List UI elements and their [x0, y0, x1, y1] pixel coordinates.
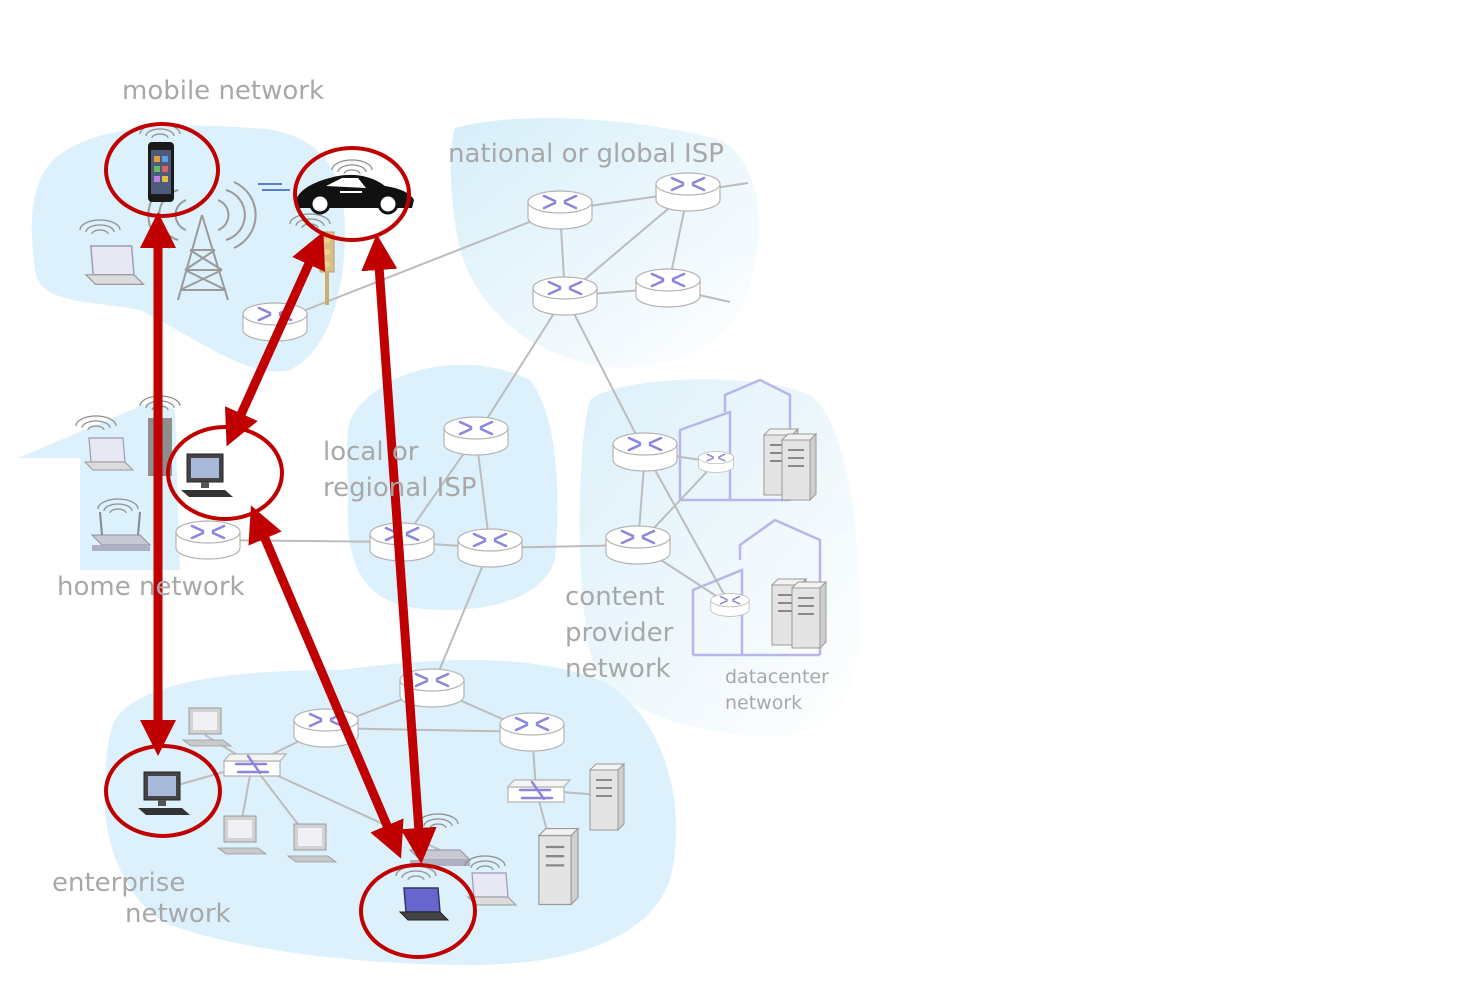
highlight-laptop [359, 863, 477, 959]
car-icon [258, 174, 414, 215]
server-icon [537, 827, 580, 906]
label-local-isp-line2: regional ISP [323, 473, 477, 503]
label-enterprise-line1: enterprise [52, 868, 186, 898]
router-icon [710, 592, 750, 618]
router-icon [697, 450, 735, 474]
highlight-car [293, 146, 411, 242]
communication-arrows [140, 212, 437, 864]
router-icon [498, 711, 566, 753]
wifi-waves-icon [331, 159, 373, 175]
router-icon [531, 275, 599, 317]
router-icon [654, 171, 722, 213]
smartphone-icon [148, 142, 174, 202]
label-content-line1: content [565, 582, 665, 612]
server-icon [781, 433, 817, 501]
label-enterprise-line2: network [125, 899, 231, 929]
label-national-isp: national or global ISP [448, 139, 724, 169]
router-icon [634, 267, 702, 309]
router-icon [174, 519, 242, 561]
router-icon [526, 189, 594, 231]
server-icon [589, 763, 625, 831]
label-content-line2: provider [565, 618, 674, 648]
switch-icon [506, 778, 572, 804]
arrow-home-laptop [248, 505, 404, 859]
label-local-isp-line1: local or [323, 437, 419, 467]
router-icon [604, 524, 672, 566]
label-datacenter-line2: network [725, 692, 803, 714]
router-icon [442, 415, 510, 457]
label-datacenter-line1: datacenter [725, 666, 829, 688]
desktop-computer-icon [180, 453, 234, 498]
server-icon [791, 581, 827, 649]
router-icon [611, 431, 679, 473]
router-icon [456, 527, 524, 569]
laptop-icon [398, 887, 450, 921]
label-home-network: home network [57, 572, 245, 602]
highlight-home-desktop [166, 425, 284, 521]
arrow-car-home [224, 231, 326, 447]
wifi-router-icon [90, 511, 152, 551]
label-content-line3: network [565, 654, 671, 684]
label-mobile-network: mobile network [122, 76, 325, 106]
switch-icon [222, 752, 288, 778]
